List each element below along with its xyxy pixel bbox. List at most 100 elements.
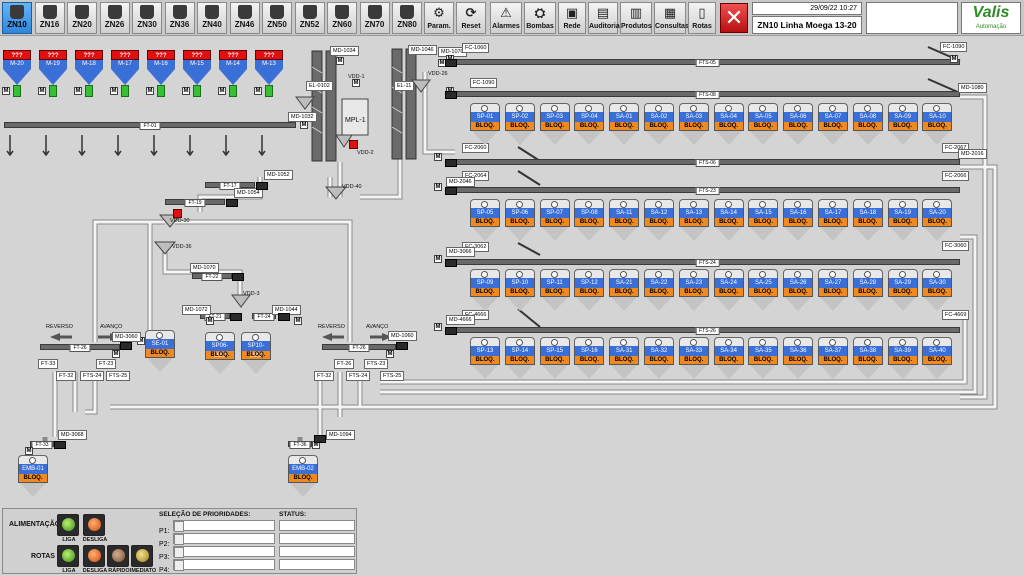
zone-button-zn80[interactable]: ZN80 — [392, 2, 422, 34]
rotas-button[interactable]: ▯Rotas — [688, 2, 716, 34]
motor-indicator[interactable]: M — [25, 447, 33, 455]
motor-indicator[interactable]: M — [218, 87, 226, 95]
conveyor-fts-06[interactable]: FTS-06 — [455, 159, 960, 167]
motor-indicator[interactable]: M — [146, 87, 154, 95]
moega-silo-m-15[interactable]: ???M-15 — [183, 50, 211, 97]
motor-indicator[interactable]: M — [434, 255, 442, 263]
motor-indicator[interactable]: M — [38, 87, 46, 95]
zone-button-zn26[interactable]: ZN26 — [99, 2, 130, 34]
conveyor-ft-36[interactable]: FT-36 — [288, 441, 312, 449]
zone-button-zn10[interactable]: ZN10 — [2, 2, 32, 34]
zone-button-zn16[interactable]: ZN16 — [34, 2, 65, 34]
auditoria-button[interactable]: ▤Auditoria — [588, 2, 620, 34]
motor-indicator[interactable]: M — [434, 153, 442, 161]
motor-icon[interactable] — [445, 259, 457, 267]
priority-route-field[interactable] — [173, 559, 275, 571]
priority-route-field[interactable] — [173, 520, 275, 532]
zone-button-zn60[interactable]: ZN60 — [327, 2, 357, 34]
conveyor-ft-right[interactable]: FT-26 — [322, 344, 396, 352]
zone-button-zn50[interactable]: ZN50 — [262, 2, 292, 34]
close-button[interactable]: ✕ — [720, 3, 748, 33]
routes-immediate-stop-button[interactable]: IMEDIATO — [130, 545, 156, 574]
conveyor-ft-22[interactable]: FT-22 — [192, 273, 232, 281]
zone-button-zn30[interactable]: ZN30 — [132, 2, 162, 34]
moega-silo-m-13[interactable]: ???M-13 — [255, 50, 283, 97]
routes-fast-stop-button[interactable]: RÁPIDO — [107, 545, 130, 574]
motor-indicator[interactable]: M — [254, 87, 262, 95]
zone-button-zn70[interactable]: ZN70 — [359, 2, 390, 34]
moega-silo-m-19[interactable]: ???M-19 — [39, 50, 67, 97]
motor-icon[interactable] — [445, 59, 457, 67]
conveyor-fts-24[interactable]: FTS-24 — [455, 259, 960, 267]
motor-indicator[interactable]: M — [434, 323, 442, 331]
conveyor-fts-26[interactable]: FTS-26 — [455, 327, 960, 335]
rede-button[interactable]: ▣Rede — [558, 2, 586, 34]
priority-select-box[interactable] — [174, 534, 184, 545]
feed-off-button[interactable]: DESLIGA — [83, 514, 107, 543]
silo-sp10-ubs[interactable]: SP10-UBSBLOQ. — [241, 332, 271, 374]
conveyor-ft-19[interactable]: FT-19 — [165, 199, 225, 207]
motor-indicator[interactable]: M — [294, 317, 302, 325]
motor-icon[interactable] — [445, 91, 457, 99]
conveyor-fts-05[interactable]: FTS-05 — [455, 59, 960, 67]
conveyor-ft-left[interactable]: FT-26 — [40, 344, 120, 352]
motor-indicator[interactable]: M — [352, 79, 360, 87]
moega-silo-m-14[interactable]: ???M-14 — [219, 50, 247, 97]
conveyor-ft-33[interactable]: FT-33 — [30, 441, 54, 449]
routes-off-button[interactable]: DESLIGA — [83, 545, 107, 574]
conveyor-ft-21[interactable]: FT-21 — [200, 313, 230, 321]
motor-indicator[interactable]: M — [112, 350, 120, 358]
motor-icon[interactable] — [226, 199, 238, 207]
bombas-button[interactable]: ⛭Bombas — [524, 2, 556, 34]
motor-icon[interactable] — [445, 327, 457, 335]
motor-icon[interactable] — [232, 273, 244, 281]
moega-silo-m-16[interactable]: ???M-16 — [147, 50, 175, 97]
motor-icon[interactable] — [230, 313, 242, 321]
param-button[interactable]: ⚙Param. — [424, 2, 454, 34]
motor-indicator[interactable]: M — [2, 87, 10, 95]
conveyor-ft-01[interactable]: FT-01 — [4, 122, 296, 130]
motor-icon[interactable] — [445, 159, 457, 167]
